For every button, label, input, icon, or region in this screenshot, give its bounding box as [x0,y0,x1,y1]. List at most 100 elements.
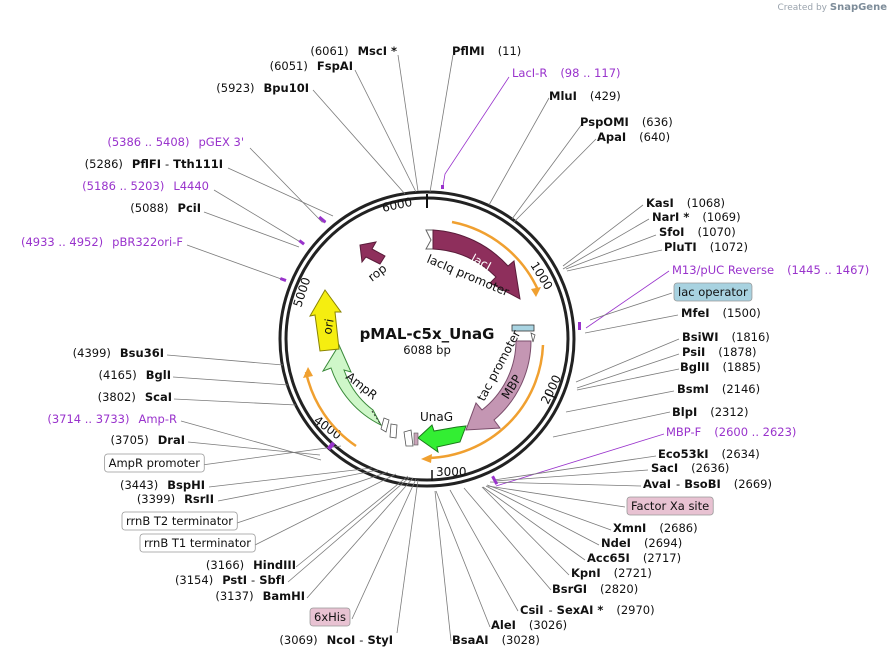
site-label-pluti-name: PluTI [664,240,697,254]
leader-bsmi [565,390,675,413]
site-label-bgli: BglI(4165) [99,368,171,382]
site-label-ncoi-sep: - [359,633,363,647]
site-label-pgex-3-pos: (5386 .. 5408) [107,135,189,149]
site-label-bsphi: BspHI(3443) [120,478,205,492]
site-label-psti-name2: SbfI [259,573,285,587]
site-label-avai-name2: BsoBI [684,477,721,491]
site-label-ncoi: StyI-NcoI(3069) [279,633,393,647]
site-label-ampr-promoter-box [104,453,205,473]
site-label-blpi: BlpI(2312) [672,405,748,419]
site-label-psii: PsiI(1878) [682,345,757,359]
site-label-alei: AleI(3026) [491,618,567,632]
site-label-msci-pos: (6061) [310,44,348,58]
ruler-label-3000: 3000 [436,465,467,479]
leader-psti [287,476,411,583]
leader-pflfi [227,167,334,217]
site-label-csii-pos: (2970) [616,603,654,617]
leader-l4440 [213,189,303,244]
site-label-lac-operator: lac operator [678,285,748,299]
leader-bsu36i [166,354,284,366]
leader-lines [166,54,680,642]
site-label-ncoi-name2: StyI [367,633,393,647]
leader-pflmi [429,54,454,193]
site-label-laci-r: LacI-R(98 .. 117) [512,66,621,80]
orange-arc-mbp [427,344,545,460]
leader-laci-r [442,76,510,187]
site-label-csii-name: CsiI [520,603,544,617]
site-label-bsu36i: Bsu36I(4399) [73,346,164,360]
site-label-rsrii: RsrII(3399) [137,492,214,506]
site-label-psti: SbfI-PstI(3154) [175,573,285,587]
site-label-bsiwi: BsiWI(1816) [682,330,770,344]
leader-mbp-f [495,433,665,487]
site-label-drai-pos: (3705) [110,433,148,447]
unag-arrow [417,424,467,454]
site-label-csii: CsiI-SexAI *(2970) [520,603,655,617]
site-label-kpni-name: KpnI [571,566,601,580]
site-label-nari: NarI *(1069) [652,210,741,224]
site-label-pcii: PciI (5088) [130,201,201,215]
site-label-ndei: NdeI(2694) [601,536,682,550]
6xhis-element [413,432,419,446]
leader-xmni [486,484,612,531]
leader-bgli [172,376,289,386]
site-label-psii-name: PsiI [682,345,705,359]
leader-mfei [584,314,679,334]
site-label-bsaai-name: BsaAI [452,633,489,647]
site-label-fspai-pos: (6051) [270,59,308,73]
site-label-pflfi-sep: - [165,157,169,171]
site-label-scai-pos: (3802) [98,390,136,404]
leader-saci [493,469,649,482]
site-label-acc65i: Acc65I(2717) [587,551,681,565]
site-label-pluti-pos: (1072) [710,240,748,254]
site-label-laci-r-pos: (98 .. 117) [560,66,620,80]
unag-label: UnaG [420,410,453,424]
site-label-sfoi-pos: (1070) [697,225,735,239]
marker-mbp-f [491,475,499,485]
site-label-alei-name: AleI [491,618,516,632]
rop-arrow [359,241,386,265]
site-label-pluti: PluTI (1072) [664,240,748,254]
site-label-pflmi-pos: (11) [498,44,522,58]
leader-pbr322ori [186,244,285,281]
site-label-kasi: KasI (1068) [646,196,725,210]
site-label-pgex-3: pGEX 3'(5386 .. 5408) [107,135,244,149]
leader-sfoi [565,234,657,270]
marker-pgex3 [318,215,327,224]
leader-lacoperator [589,292,673,321]
site-label-hindiii-name: HindIII [253,558,296,572]
site-label-mfei-pos: (1500) [723,306,761,320]
watermark-brand: SnapGene [829,2,887,13]
site-label-pflfi-name: PflFI [132,157,161,171]
site-label-bgli-name: BglI [146,368,171,382]
rrnb-t1-element [403,429,414,447]
site-label-m13-puc-reverse-pos: (1445 .. 1467) [787,263,869,277]
site-label-pflmi: PflMI(11) [452,44,521,58]
site-label-l4440-name: L4440 [173,179,209,193]
site-label-kasi-name: KasI [646,196,674,210]
site-label-6xhis: 6xHis [314,610,346,624]
site-label-pflfi: Tth111I-PflFI(5286) [85,157,223,171]
site-label-msci-name: MscI * [358,44,397,58]
site-label-kasi-pos: (1068) [687,196,725,210]
leader-scai [173,398,297,406]
site-label-xmni-name: XmnI [613,521,646,535]
site-label-acc65i-name: Acc65I [587,551,630,565]
site-label-fspai: FspAI(6051) [270,59,353,73]
leader-apai [513,138,597,223]
site-label-bamhi: BamHI(3137) [215,589,305,603]
site-label-m13-puc-reverse: M13/pUC Reverse(1445 .. 1467) [672,263,869,277]
lacIq-promoter-arrow [425,229,434,250]
site-label-pbr322ori-f: pBR322ori-F(4933 .. 4952) [21,235,183,249]
ruler-label-6000: 6000 [381,195,414,215]
site-label-bglii-name: BglII [680,360,710,374]
orange-arrow-ampr [303,367,313,378]
site-label-bsmi-pos: (2146) [722,382,760,396]
site-label-blpi-pos: (2312) [710,405,748,419]
leader-bsaai [434,490,452,642]
site-label-mlui: MluI(429) [549,89,621,103]
site-label-pcii-pos: (5088) [130,201,168,215]
site-label-pcii-name: PciI [178,201,201,215]
site-label-psti-pos: (3154) [175,573,213,587]
site-label-kpni-pos: (2721) [614,566,652,580]
